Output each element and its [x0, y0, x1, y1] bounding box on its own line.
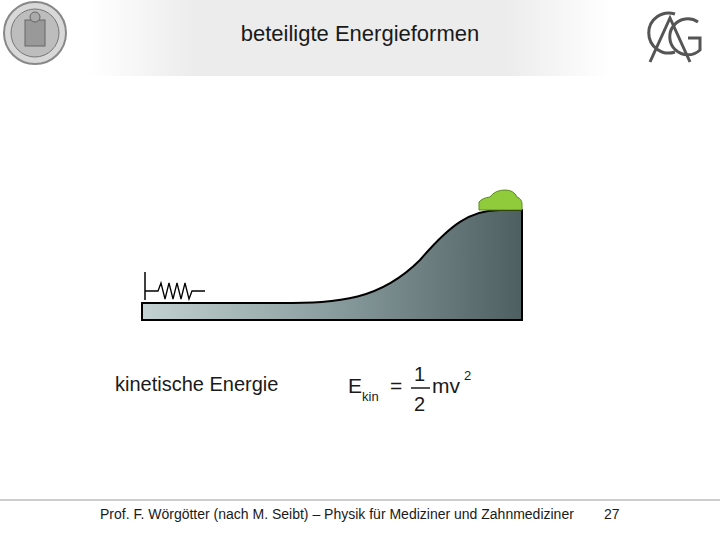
university-seal	[4, 2, 66, 64]
footer-text: Prof. F. Wörgötter (nach M. Seibt) – Phy…	[100, 507, 574, 522]
page-number: 27	[604, 507, 620, 522]
slide-title: beteiligte Energieformen	[0, 22, 720, 46]
fraction-bar	[411, 387, 430, 389]
footer-rule	[0, 500, 720, 501]
formula-subscript: kin	[362, 390, 379, 404]
formula-symbol: mv	[432, 374, 460, 397]
spring	[145, 283, 205, 299]
formula-symbol: E	[348, 374, 362, 397]
wall	[144, 272, 146, 300]
fraction-denominator: 2	[414, 393, 425, 415]
fraction-numerator: 1	[414, 363, 425, 385]
term-label: kinetische Energie	[115, 373, 278, 395]
ramp	[142, 210, 522, 320]
formula-operator: =	[390, 374, 402, 397]
car	[479, 190, 522, 210]
cag-monogram	[649, 13, 700, 62]
formula-exponent: 2	[464, 369, 471, 383]
